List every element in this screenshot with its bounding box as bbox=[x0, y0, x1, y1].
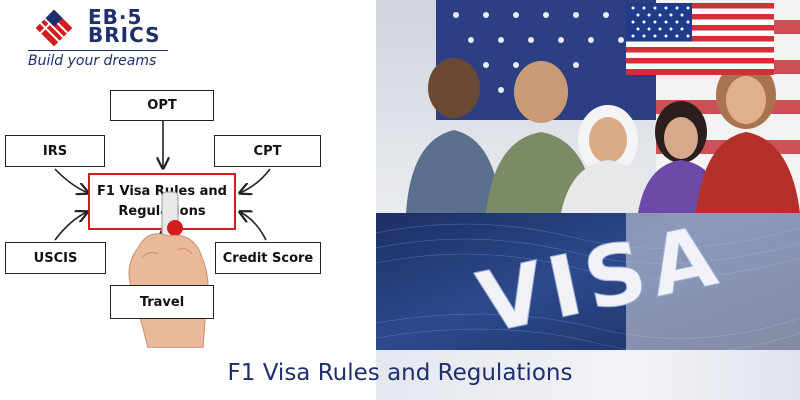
logo-tagline: Build your dreams bbox=[28, 53, 157, 69]
node-opt-label: OPT bbox=[147, 98, 177, 113]
logo-divider bbox=[28, 50, 168, 51]
node-irs: IRS bbox=[5, 135, 105, 167]
node-irs-label: IRS bbox=[42, 143, 68, 159]
us-flag-icon bbox=[626, 3, 774, 75]
arrow-uscis bbox=[54, 212, 87, 241]
node-uscis: USCIS bbox=[5, 242, 106, 274]
node-center-line1: F1 Visa Rules and bbox=[97, 183, 227, 199]
visa-photo-art: VISA bbox=[376, 213, 800, 350]
logo-diamond-icon bbox=[35, 9, 73, 47]
node-opt: OPT bbox=[110, 90, 214, 121]
students-photo bbox=[376, 0, 800, 213]
visa-photo: VISA bbox=[376, 213, 800, 350]
node-travel-label: Travel bbox=[139, 294, 185, 310]
node-cpt: CPT bbox=[214, 135, 321, 167]
visa-rules-diagram: OPT IRS CPT F1 Visa Rules and Regulation… bbox=[0, 85, 375, 350]
pen-hand-icon bbox=[128, 191, 209, 348]
node-travel: Travel bbox=[110, 285, 214, 319]
node-credit-score: Credit Score bbox=[215, 242, 321, 274]
node-cpt-label: CPT bbox=[253, 143, 282, 159]
arrow-cpt bbox=[240, 168, 271, 193]
node-credit-score-label: Credit Score bbox=[222, 250, 314, 266]
logo-line2: BRICS bbox=[88, 23, 161, 47]
logo-wordmark: EB⋅5 BRICS bbox=[88, 5, 161, 47]
node-uscis-label: USCIS bbox=[33, 250, 78, 266]
brand-logo[interactable]: EB⋅5 BRICS Build your dreams bbox=[8, 6, 198, 70]
arrow-irs bbox=[54, 168, 88, 193]
page-title: F1 Visa Rules and Regulations bbox=[227, 360, 573, 386]
footer-background bbox=[376, 350, 800, 400]
logo-line1: EB⋅5 bbox=[88, 5, 143, 29]
arrow-credit bbox=[240, 212, 267, 241]
